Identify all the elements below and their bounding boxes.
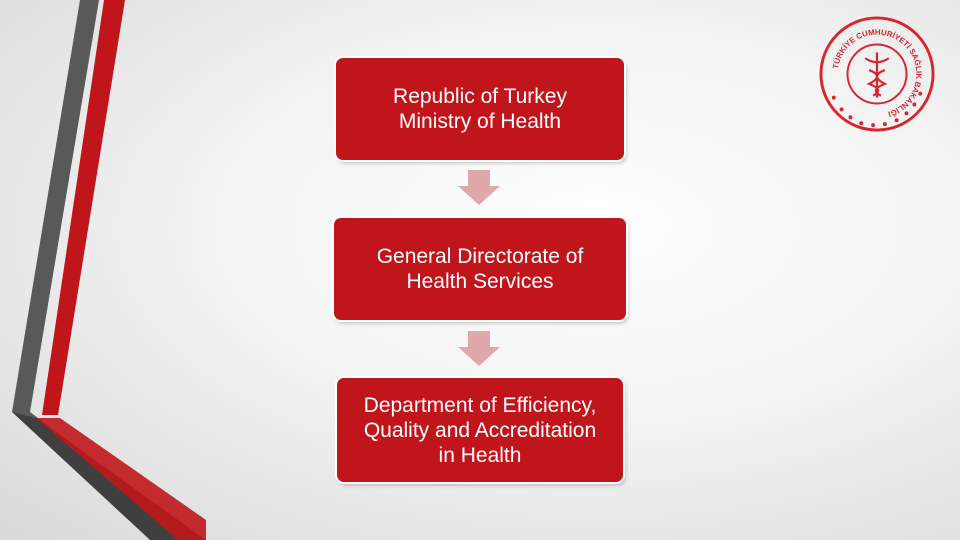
down-arrow-1 (458, 170, 500, 206)
ministry-of-health-seal-icon: TÜRKİYE CUMHURİYETİ SAĞLIK BAKANLIĞI (819, 16, 935, 132)
node-general-directorate: General Directorate of Health Services (334, 218, 626, 320)
node-department-quality-accreditation: Department of Efficiency, Quality and Ac… (337, 378, 623, 482)
node-ministry-of-health: Republic of Turkey Ministry of Health (336, 58, 624, 160)
red-stripe (42, 0, 125, 415)
seal-stars (831, 91, 923, 128)
red-bottom-stripe (36, 418, 206, 540)
gray-stripe (12, 0, 200, 540)
down-arrow-2 (458, 331, 500, 367)
caduceus-icon (864, 52, 890, 98)
